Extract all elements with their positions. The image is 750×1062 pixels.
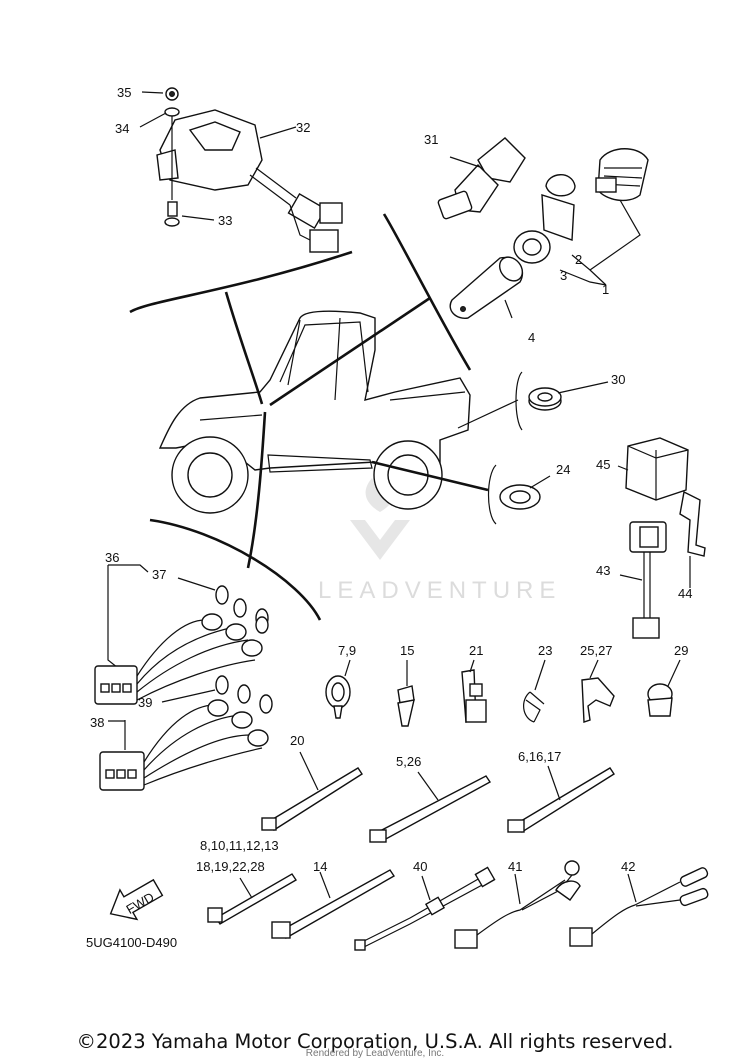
callout-21: 21 — [469, 643, 483, 658]
callout-29: 29 — [674, 643, 688, 658]
callout-1: 1 — [602, 282, 609, 297]
callout-34: 34 — [115, 121, 129, 136]
callout-35: 35 — [117, 85, 131, 100]
callout-7-9: 7,9 — [338, 643, 356, 658]
grommets — [499, 381, 609, 510]
callout-44: 44 — [678, 586, 692, 601]
callout-4: 4 — [528, 330, 535, 345]
callout-31: 31 — [424, 132, 438, 147]
bottom-row-parts — [207, 860, 709, 951]
watermark-text: LEADVENTURE — [318, 577, 561, 604]
callout-41: 41 — [508, 859, 522, 874]
diagram-code: 5UG4100-D490 — [86, 935, 177, 950]
callout-5-26: 5,26 — [396, 754, 421, 769]
power-socket-group — [437, 137, 649, 319]
relay-group — [617, 437, 706, 639]
callout-36: 36 — [105, 550, 119, 565]
callout-38: 38 — [90, 715, 104, 730]
callout-18-28: 18,19,22,28 — [196, 859, 265, 874]
callout-6-16-17: 6,16,17 — [518, 749, 561, 764]
callout-43: 43 — [596, 563, 610, 578]
callout-14: 14 — [313, 859, 327, 874]
callout-15: 15 — [400, 643, 414, 658]
callout-30: 30 — [611, 372, 625, 387]
callout-37: 37 — [152, 567, 166, 582]
bulb-harness-group — [94, 564, 273, 791]
callout-2: 2 — [575, 252, 582, 267]
callout-33: 33 — [218, 213, 232, 228]
callout-labels: 1 2 3 4 31 32 33 34 35 30 24 45 43 44 36… — [86, 85, 692, 950]
callout-39: 39 — [138, 695, 152, 710]
cable-ties-row — [261, 751, 615, 843]
callout-23: 23 — [538, 643, 552, 658]
vehicle-illustration — [158, 310, 471, 514]
callout-40: 40 — [413, 859, 427, 874]
callout-25-27: 25,27 — [580, 643, 613, 658]
callout-3: 3 — [560, 268, 567, 283]
clips-row — [325, 659, 681, 727]
switch-assembly — [139, 87, 343, 253]
callout-20: 20 — [290, 733, 304, 748]
fwd-arrow-icon: FWD — [109, 878, 164, 921]
callout-24: 24 — [556, 462, 570, 477]
callout-32: 32 — [296, 120, 310, 135]
copyright-footer: ©2023 Yamaha Motor Corporation, U.S.A. A… — [76, 1030, 674, 1053]
rendered-by-credit: Rendered by LeadVenture, Inc. — [305, 1048, 445, 1059]
callout-45: 45 — [596, 457, 610, 472]
callout-8-13: 8,10,11,12,13 — [200, 838, 279, 853]
group-lines — [129, 213, 523, 621]
callout-42: 42 — [621, 859, 635, 874]
